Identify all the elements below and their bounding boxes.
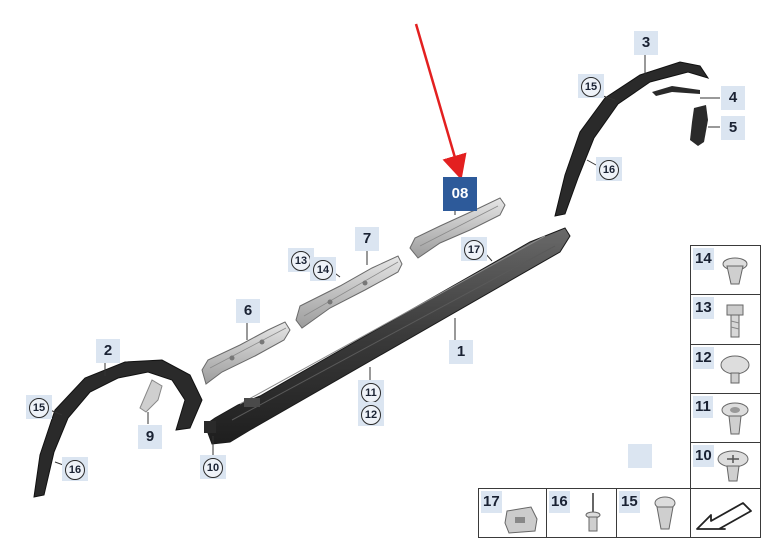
callout-17[interactable]: 17 — [461, 237, 487, 261]
callout-15-rear[interactable]: 15 — [578, 74, 604, 98]
legend-cell-direction[interactable] — [690, 488, 761, 538]
callout-12-number: 12 — [361, 405, 381, 425]
bracket-7-part — [295, 255, 403, 329]
callout-9[interactable]: 9 — [138, 425, 162, 449]
legend-cell-12-label: 12 — [693, 347, 714, 369]
legend-cell-17[interactable]: 17 — [478, 488, 548, 538]
callout-15-front-number: 15 — [29, 398, 49, 418]
callout-6[interactable]: 6 — [236, 299, 260, 323]
callout-10[interactable]: 10 — [200, 455, 226, 479]
callout-15-rear-number: 15 — [581, 77, 601, 97]
callout-7[interactable]: 7 — [355, 227, 379, 251]
legend-cell-16[interactable]: 16 — [546, 488, 618, 538]
clip-nut-icon — [504, 506, 538, 534]
callout-3[interactable]: 3 — [634, 31, 658, 55]
fir-tree-clip-icon — [654, 496, 676, 530]
highlight-label-08[interactable]: 08 — [443, 177, 477, 211]
round-clip-icon — [720, 355, 750, 384]
trim-strip-4-part — [652, 86, 700, 96]
insert-9-part — [139, 379, 163, 413]
phillips-screw-icon — [717, 450, 749, 482]
legend-cell-12[interactable]: 12 — [690, 344, 761, 395]
legend-cell-11[interactable]: 11 — [690, 393, 761, 444]
callout-17-number: 17 — [464, 240, 484, 260]
front-wheel-arch-trim — [33, 359, 203, 498]
callout-14[interactable]: 14 — [310, 257, 336, 281]
bracket-6-part — [201, 321, 291, 385]
legend-cell-15[interactable]: 15 — [616, 488, 692, 538]
callout-11-number: 11 — [361, 383, 381, 403]
pointer-arrow — [414, 23, 467, 180]
legend-cell-10[interactable]: 10 — [690, 442, 761, 490]
callout-16-front-number: 16 — [65, 460, 85, 480]
callout-4[interactable]: 4 — [721, 86, 745, 110]
legend-cell-13[interactable]: 13 — [690, 294, 761, 346]
callout-5[interactable]: 5 — [721, 116, 745, 140]
callout-16-rear-number: 16 — [599, 160, 619, 180]
callout-11[interactable]: 11 — [358, 380, 384, 404]
callout-13-number: 13 — [291, 251, 311, 271]
legend-cell-15-label: 15 — [619, 491, 640, 513]
callout-16-rear[interactable]: 16 — [596, 157, 622, 181]
callout-2[interactable]: 2 — [96, 339, 120, 363]
callout-1[interactable]: 1 — [449, 340, 473, 364]
rear-wheel-arch-trim — [554, 61, 710, 217]
legend-cell-14[interactable]: 14 — [690, 245, 761, 296]
legend-cell-10-label: 10 — [693, 445, 714, 467]
side-sill-part — [204, 227, 571, 445]
direction-arrow-icon — [696, 502, 752, 530]
legend-cell-13-label: 13 — [693, 297, 714, 319]
hex-bolt-icon — [726, 304, 744, 338]
legend-cell-11-label: 11 — [693, 396, 713, 418]
push-clip-icon — [722, 257, 748, 285]
blind-rivet-icon — [585, 493, 601, 532]
legend-cell-16-label: 16 — [549, 491, 570, 513]
mudflap-5-part — [690, 105, 708, 146]
legend-cell-14-label: 14 — [693, 248, 714, 270]
callout-14-number: 14 — [313, 260, 333, 280]
bracket-08-part — [409, 197, 506, 259]
callout-12[interactable]: 12 — [358, 402, 384, 426]
expanding-rivet-icon — [721, 402, 749, 435]
callout-13[interactable]: 13 — [288, 248, 314, 272]
callout-16-front[interactable]: 16 — [62, 457, 88, 481]
callout-15-front[interactable]: 15 — [26, 395, 52, 419]
legend-cell-17-label: 17 — [481, 491, 502, 513]
callout-10-number: 10 — [203, 458, 223, 478]
empty-label-box — [628, 444, 652, 468]
